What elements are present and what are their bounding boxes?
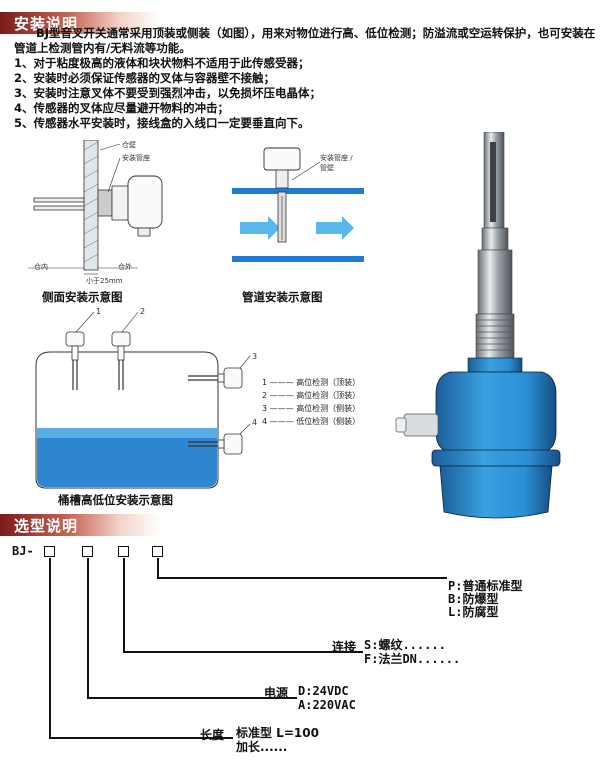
side-label-wall: 仓壁 [122,141,136,149]
install-note-3: 3、安装时注意叉体不要受到强烈冲击，以免损坏压电晶体； [14,86,321,100]
code-box-type [152,546,163,557]
tree-line-length-h [49,737,233,739]
side-caption: 侧面安装示意图 [42,290,123,304]
tree-line-conn-h [123,651,363,653]
tree-line-power-v [87,558,89,698]
install-note-2: 2、安装时必须保证传感器的叉体与容器壁不接触； [14,71,275,85]
tree-line-power-h [87,697,297,699]
install-note-1: 1、对于粘度极高的液体和块状物料不适用于此传感受器； [14,56,310,70]
pipe-label: 安装管座 / 管壁 [320,154,353,172]
legend-row-3: 3 ——— 高位检测（侧装） [262,404,361,413]
legend-row-2: 2 ——— 高位检测（顶装） [262,391,361,400]
legend-text: 高位检测（侧装） [296,404,361,413]
legend-text: 低位检测（侧装） [296,417,361,426]
legend-num: 3 [262,404,268,413]
side-install-diagram [28,140,163,275]
legend-num: 2 [262,391,268,400]
conn-option-s: S:螺纹...... [364,638,446,652]
type-options: P:普通标准型 B:防爆型 L:防腐型 [448,580,522,619]
legend-row-4: 4 ——— 低位检测（侧装） [262,417,361,426]
power-option-a: A:220VAC [298,698,356,712]
tank-marker-1: 1 [96,307,102,316]
selection-heading-bar: 选型说明 [0,514,160,536]
length-option-standard: 标准型 L=100 [236,726,319,740]
power-options: D:24VDC A:220VAC [298,684,356,712]
tank-marker-3: 3 [252,352,258,361]
power-option-d: D:24VDC [298,684,349,698]
pipe-caption: 管道安装示意图 [242,290,323,304]
side-label-outside: 仓外 [118,263,132,271]
conn-option-f: F:法兰DN...... [364,652,461,666]
length-label: 长度 [200,728,225,742]
model-prefix: BJ- [12,544,34,558]
legend-num: 4 [262,417,268,426]
side-label-dim: 小于25mm [86,277,123,285]
legend-text: 高位检测（顶装） [296,391,361,400]
legend-row-1: 1 ——— 高位检测（顶装） [262,378,361,387]
side-label-inside: 仓内 [34,263,48,271]
pipe-install-diagram [232,147,364,262]
legend-text: 高位检测（顶装） [296,378,361,387]
selection-heading: 选型说明 [14,517,79,535]
code-box-power [82,546,93,557]
code-box-connection [118,546,129,557]
tree-line-length-v [49,558,51,738]
install-note-4: 4、传感器的叉体应尽量避开物料的冲击； [14,101,229,115]
tank-caption: 桶槽高低位安装示意图 [58,493,173,507]
install-note-5: 5、传感器水平安装时，接线盒的入线口一定要垂直向下。 [14,116,310,130]
tank-marker-4: 4 [252,418,258,427]
fork-switch-device [395,132,561,519]
power-label: 电源 [264,686,289,700]
code-box-length [44,546,55,557]
install-heading: 安装说明 [14,15,79,33]
install-heading-bar: 安装说明 [0,12,160,34]
conn-label: 连接 [332,640,357,654]
tank-install-diagram [35,311,251,489]
install-intro-block: BJ型音叉开关通常采用顶装或侧装（如图），用来对物位进行高、低位检测；防溢流或空… [14,26,606,131]
tree-line-type-v [157,558,159,578]
legend-num: 1 [262,378,268,387]
type-option-p: P:普通标准型 [448,579,523,593]
tank-legend: 1 ——— 高位检测（顶装） 2 ——— 高位检测（顶装） 3 ——— 高位检测… [262,376,360,428]
conn-options: S:螺纹...... F:法兰DN...... [364,638,460,666]
length-option-extended: 加长...... [236,740,288,754]
type-option-l: L:防腐型 [448,605,499,619]
tree-line-conn-v [123,558,125,652]
length-options: 标准型 L=100 加长...... [236,726,319,754]
tree-line-type-h [157,577,447,579]
type-option-b: B:防爆型 [448,592,499,606]
install-intro: BJ型音叉开关通常采用顶装或侧装（如图），用来对物位进行高、低位检测；防溢流或空… [14,26,596,55]
side-label-seat: 安装管座 [122,154,150,162]
tank-marker-2: 2 [140,307,146,316]
